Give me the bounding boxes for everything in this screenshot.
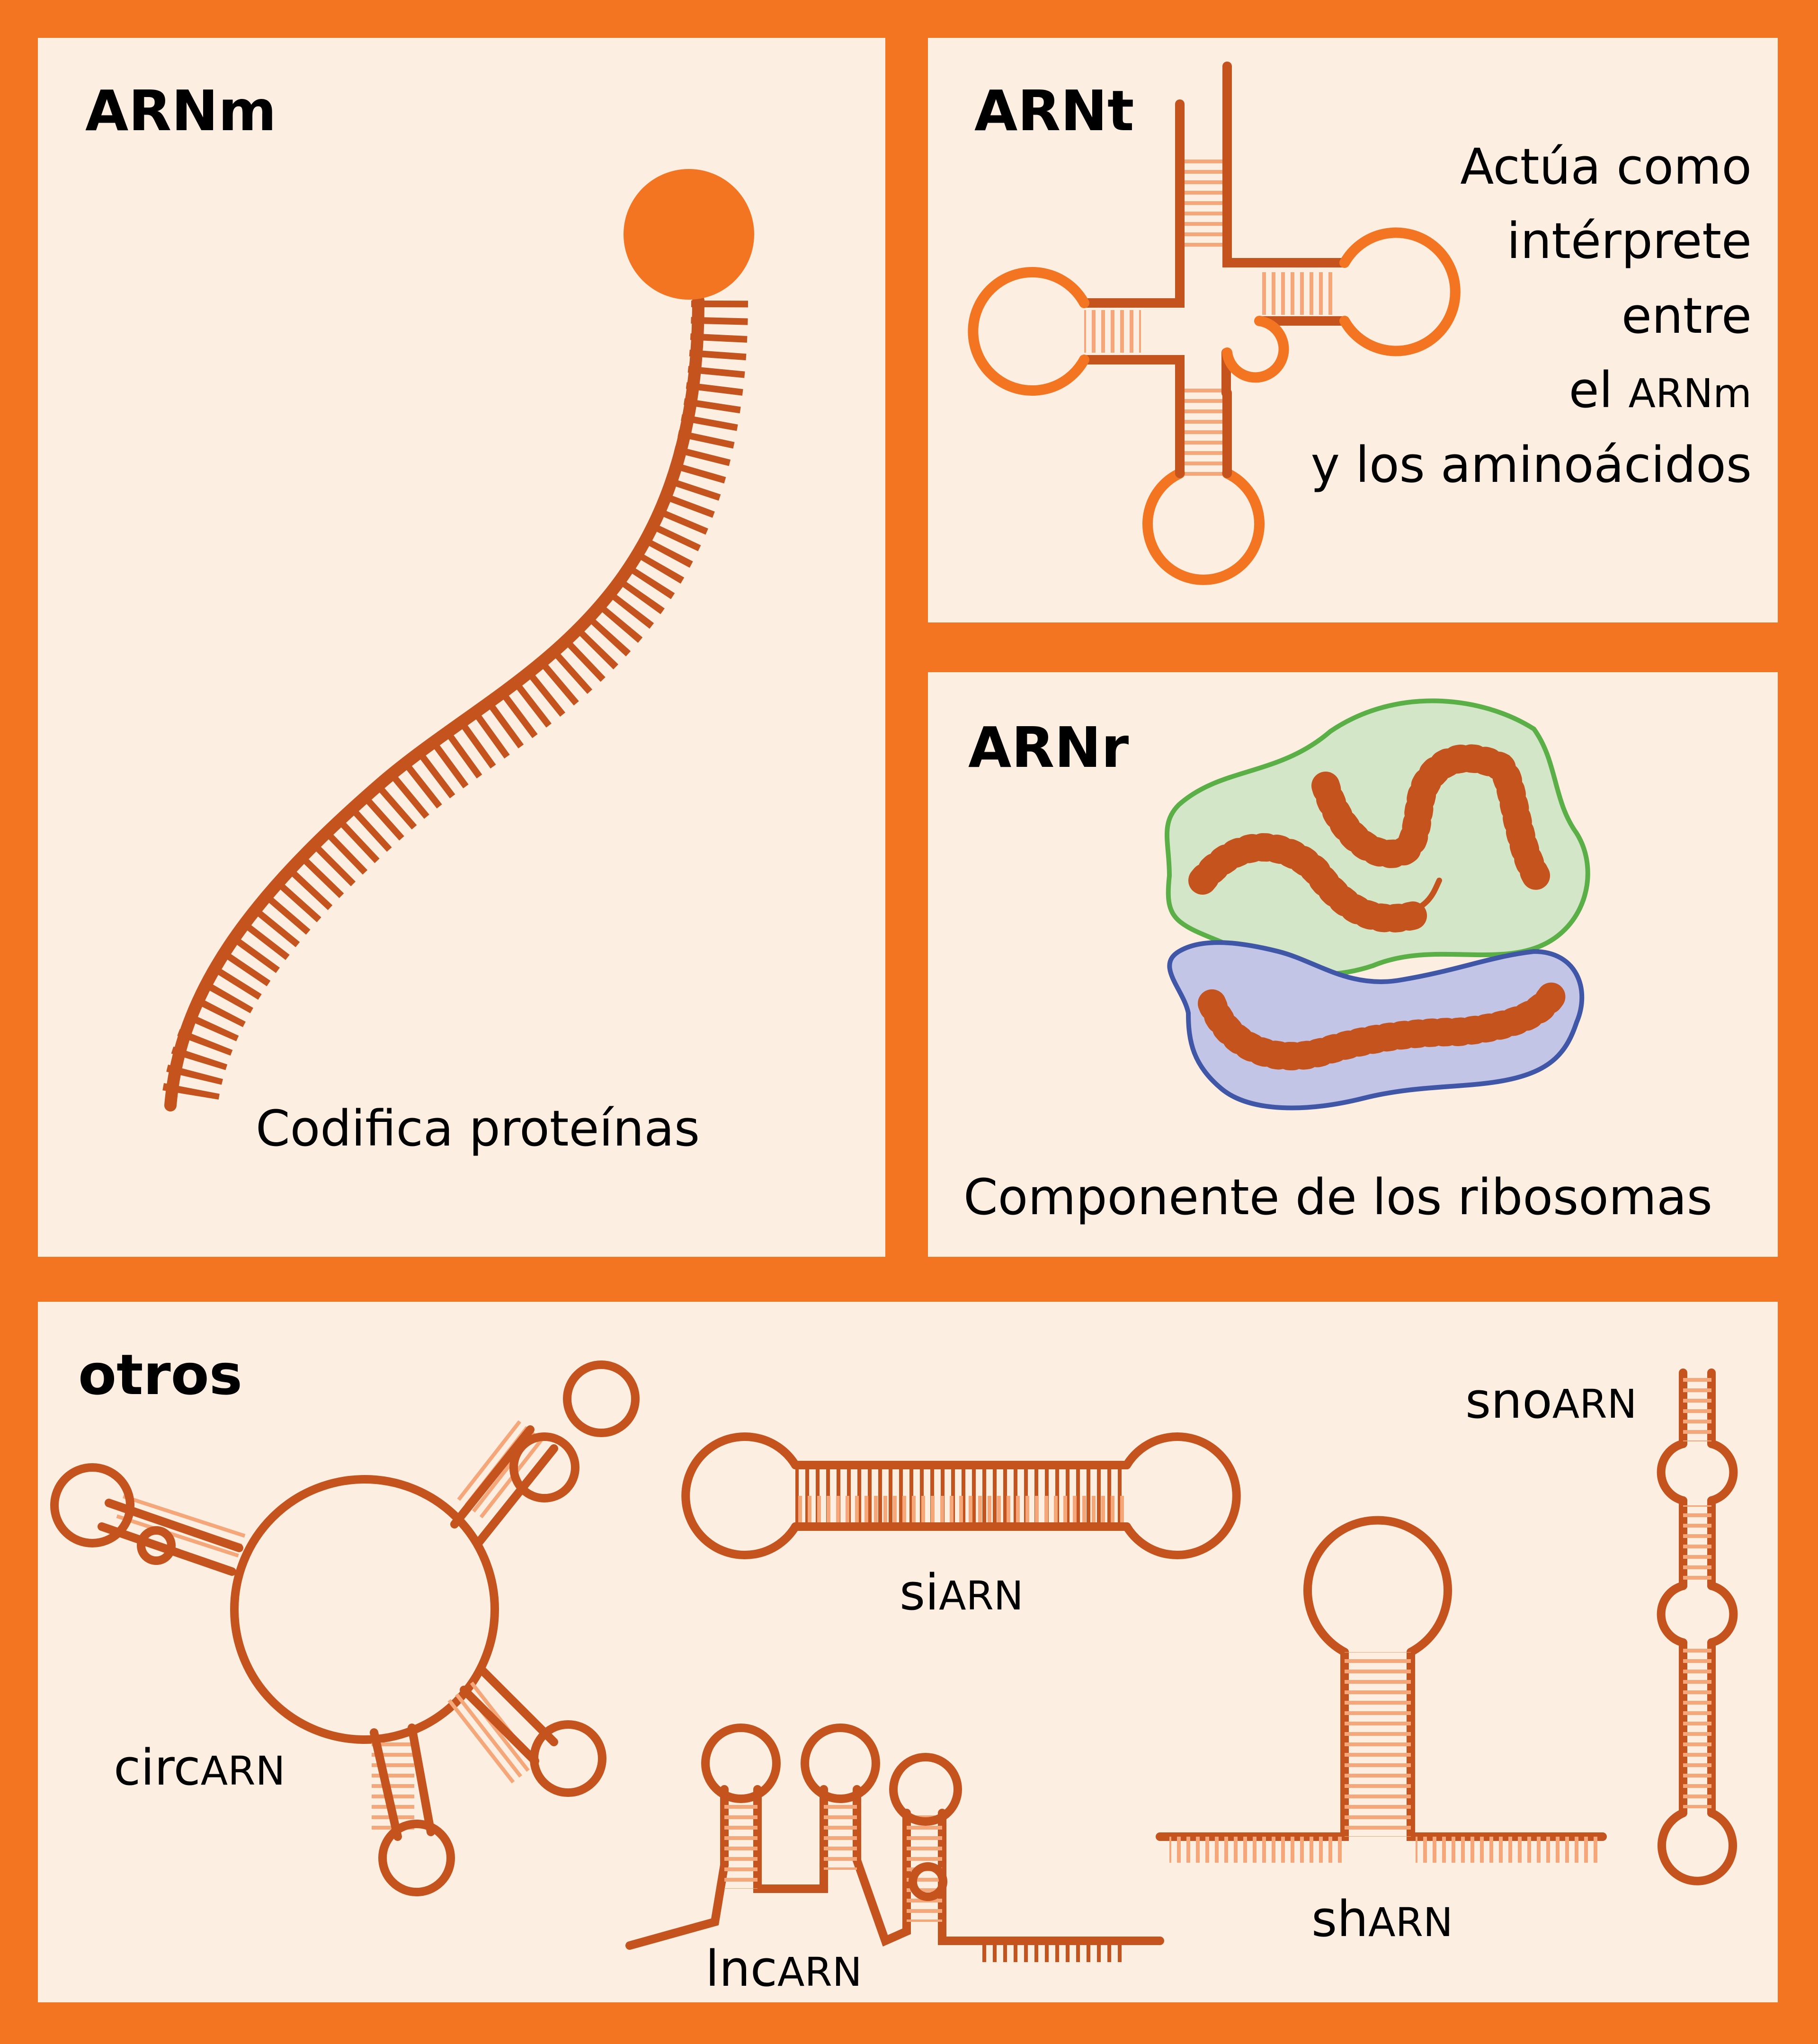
lncrna-label: lncARN: [705, 1940, 862, 1998]
svg-text:intérprete: intérprete: [1506, 212, 1752, 270]
sharna-label: shARN: [1311, 1890, 1453, 1948]
trna-cloverleaf: [968, 62, 1461, 585]
sirna-label: siARN: [900, 1564, 1024, 1621]
circrna-label: circARN: [114, 1739, 285, 1796]
trna-description: Actúa como intérprete entre el ARNm y lo…: [1311, 138, 1752, 494]
mrna-strand: [161, 169, 754, 1111]
rrna-title: ARNr: [968, 715, 1129, 780]
svg-text:entre: entre: [1622, 287, 1752, 345]
snorna-structure: [1657, 1369, 1738, 1885]
sharna-structure: [1156, 1516, 1607, 1863]
lncrna-structure: [625, 1724, 1164, 1962]
trna-title: ARNt: [974, 78, 1134, 143]
mrna-panel: [38, 38, 885, 1257]
mrna-title: ARNm: [85, 78, 276, 143]
snorna-label: snoARN: [1465, 1372, 1637, 1430]
sirna-structure: [681, 1432, 1241, 1559]
circrna-structure: [50, 1360, 640, 1896]
mrna-cap: [624, 169, 754, 300]
svg-text:el ARNm: el ARNm: [1569, 361, 1752, 419]
svg-text:y los aminoácidos: y los aminoácidos: [1311, 436, 1752, 494]
svg-text:Actúa como: Actúa como: [1460, 138, 1752, 196]
others-title: otros: [78, 1342, 242, 1407]
ribosome: [1165, 698, 1590, 1111]
mrna-caption: Codifica proteínas: [256, 1100, 700, 1157]
rrna-caption: Componente de los ribosomas: [963, 1168, 1712, 1226]
